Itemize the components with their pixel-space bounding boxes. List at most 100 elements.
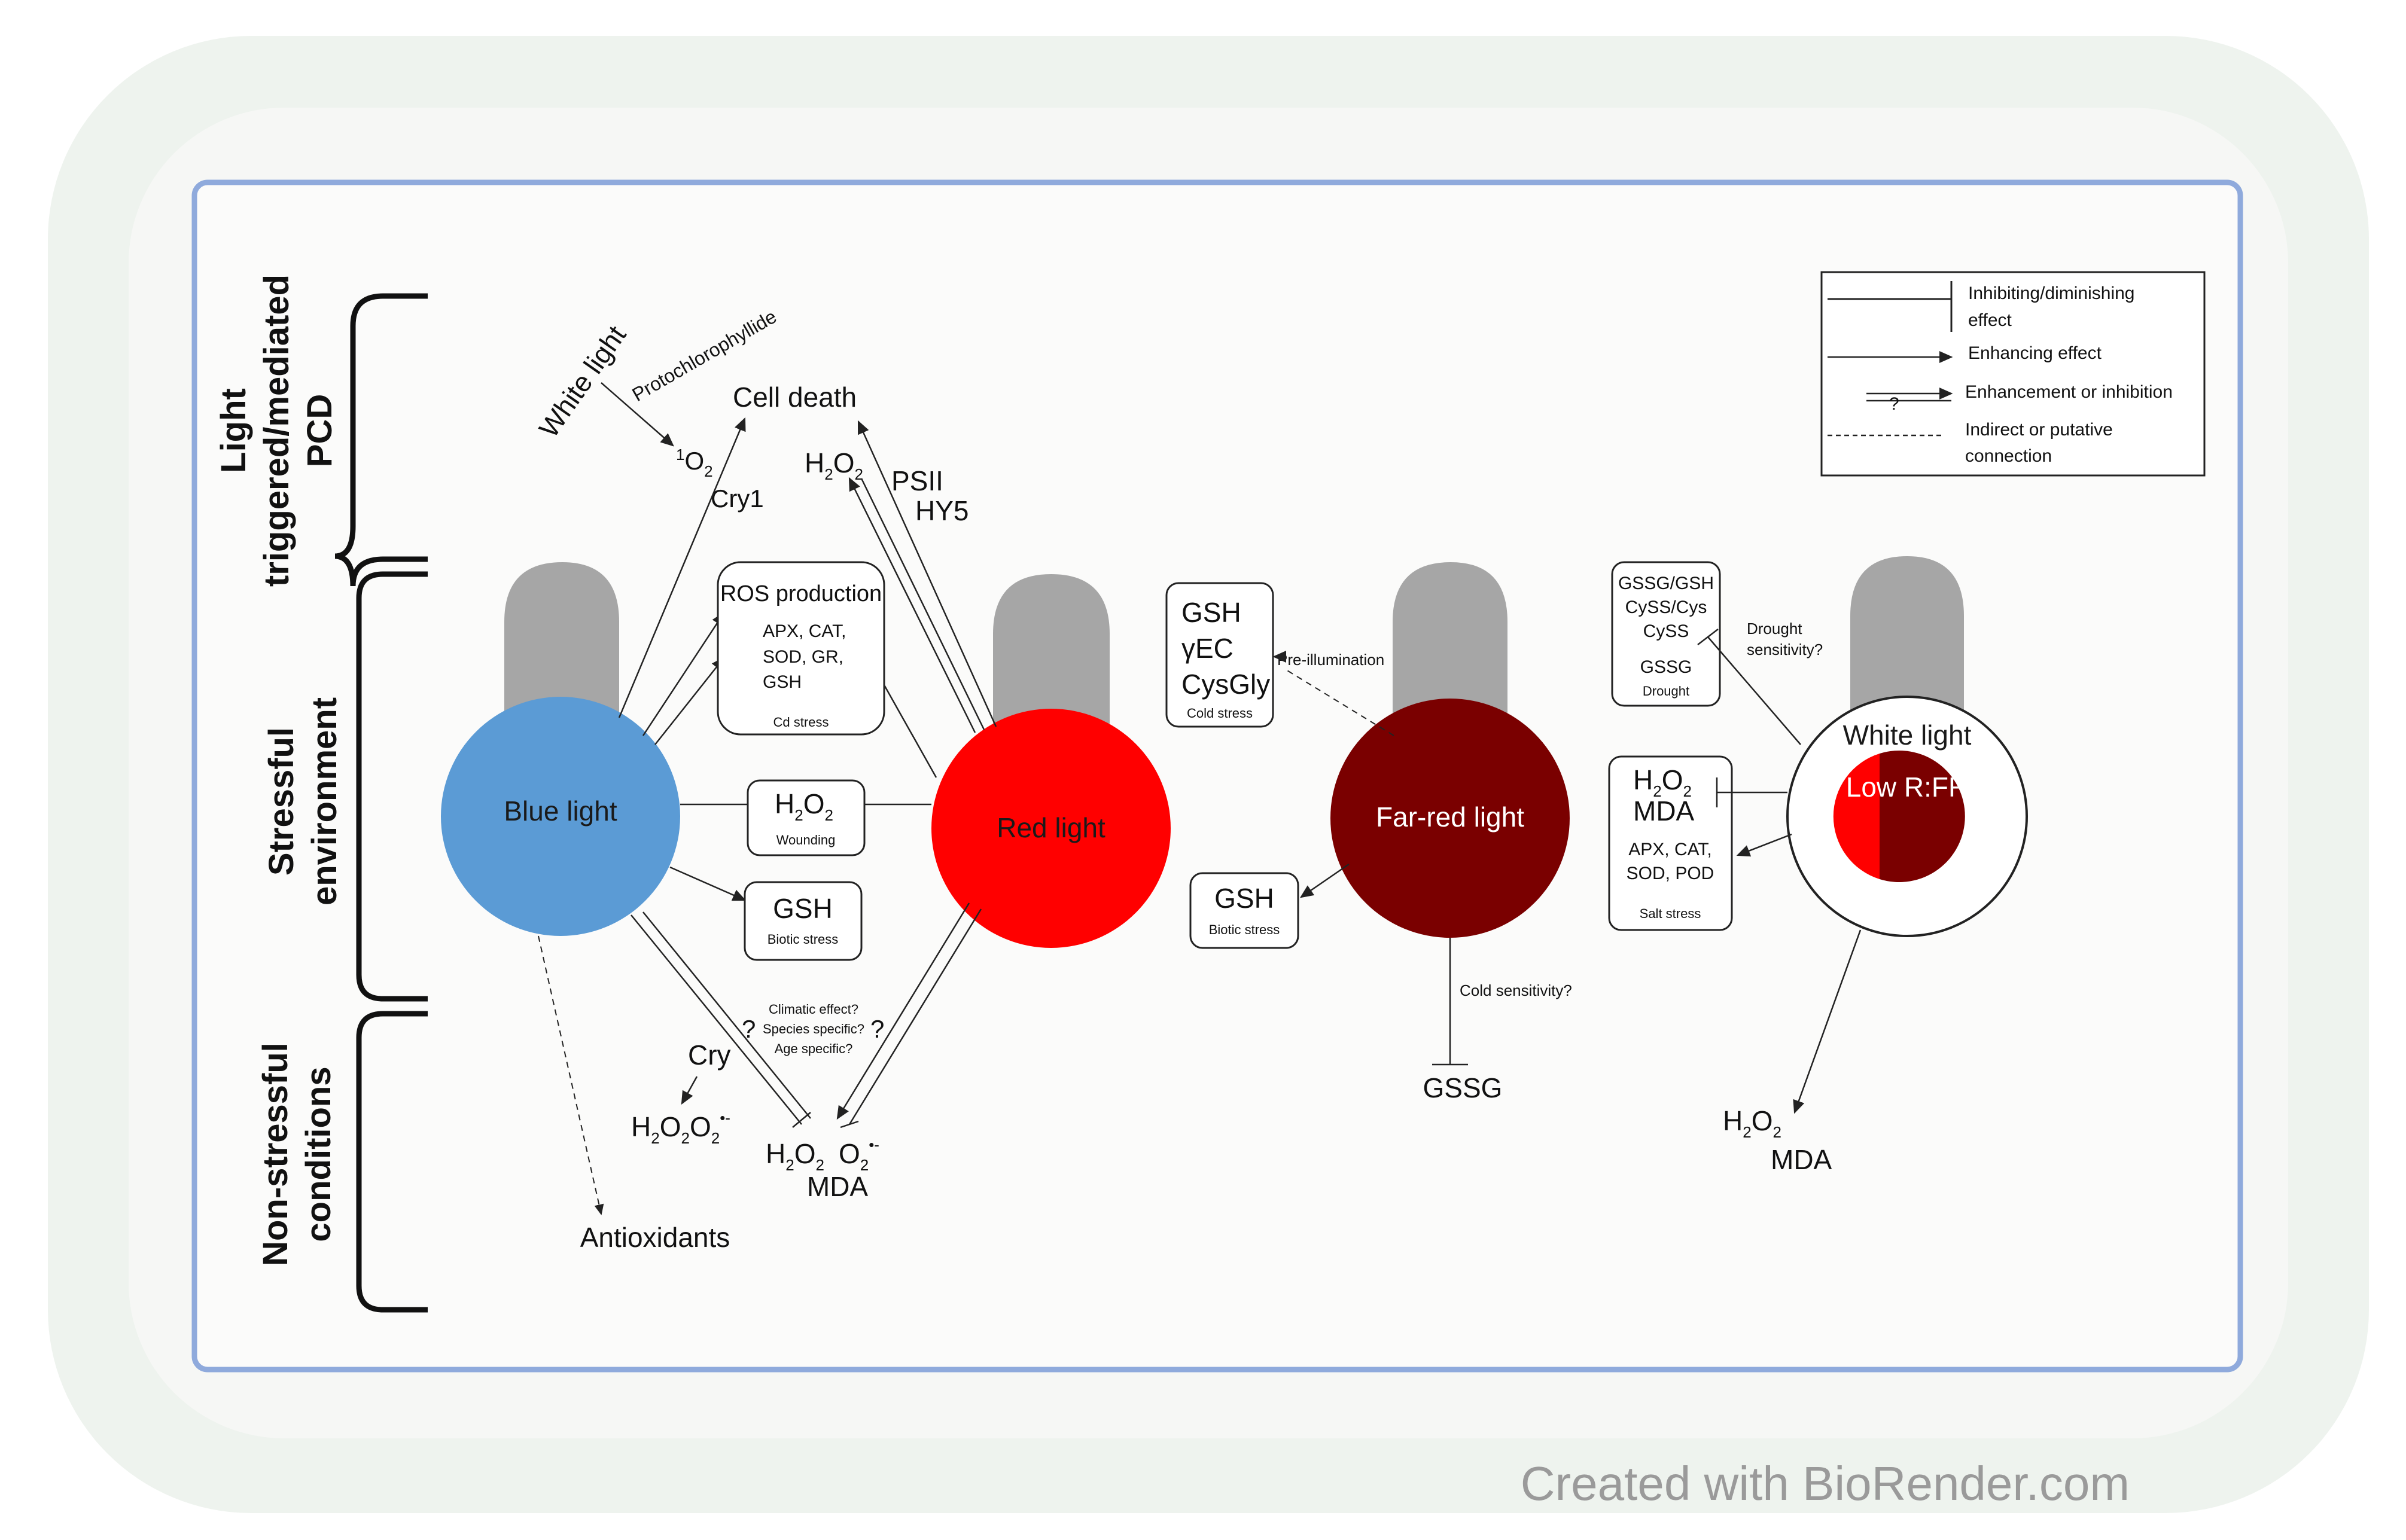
farred-light-label: Far-red light (1376, 801, 1524, 832)
gsh1-label: GSH (773, 893, 833, 924)
l-h: H (631, 1111, 651, 1142)
salt-l1: APX, CAT, (1628, 840, 1711, 859)
c-2b: 2 (815, 1156, 824, 1174)
bracket-pcd (334, 293, 428, 587)
gsh-cold-2: γEC (1181, 633, 1234, 664)
w-o: O (1752, 1105, 1773, 1136)
gsh-biotic-box-1 (744, 881, 863, 961)
inhib-bar-blue (792, 1112, 811, 1128)
ros-note: Cd stress (773, 715, 829, 730)
c-2a: 2 (785, 1156, 794, 1174)
salt-mda: MDA (1633, 795, 1695, 827)
c-2c: 2 (860, 1156, 869, 1174)
climatic-q: Climatic effect? (769, 1002, 858, 1017)
legend-both-text: Enhancement or inhibition (1965, 382, 2173, 402)
arrow-white-to-singlet (601, 382, 674, 447)
section-nonstress-line1: Non-stressful (256, 1042, 295, 1266)
arrow-blue-ros (642, 611, 725, 736)
l-2c: 2 (711, 1129, 720, 1147)
cry1-label: Cry1 (711, 484, 764, 513)
white-light-label: White light (1843, 719, 1972, 751)
red-light-bulb (931, 709, 1171, 948)
singlet-sup: 1 (676, 446, 684, 463)
c-o: O (794, 1138, 816, 1169)
arrow-cry (681, 1076, 698, 1105)
arrow-blue-ros2 (654, 657, 725, 745)
h2o2-pcd-o: O (833, 447, 855, 478)
arrow-red-celldeath (857, 420, 997, 727)
biorender-credit: Created with BioRender.com (1521, 1457, 2130, 1510)
farred-bulb-cap (1393, 562, 1507, 724)
arrow-red-h2o2-1 (848, 477, 976, 733)
drought-sens-1: Drought (1747, 620, 1802, 638)
s-h: H (1633, 764, 1653, 795)
legend-box (1820, 271, 2206, 477)
gsh3-note: Biotic stress (1209, 922, 1280, 937)
h2o2-pcd: H2O2 (805, 447, 863, 483)
l-o2: O (690, 1111, 711, 1142)
gsh-cold-3: CysGly (1181, 669, 1270, 700)
wound-h: H (775, 788, 794, 819)
salt-note: Salt stress (1640, 906, 1701, 921)
section-nonstress: Non-stressful conditions (256, 1042, 338, 1266)
bracket-nonstress (356, 1011, 428, 1313)
drought-box (1611, 561, 1721, 707)
arrow-blue-gsh (669, 866, 747, 901)
blue-bulb-cap (504, 562, 619, 724)
section-nonstress-line2: conditions (299, 1066, 338, 1242)
s-o: O (1662, 764, 1683, 795)
red-light-label: Red light (997, 812, 1105, 843)
ros-line1: APX, CAT, (763, 621, 846, 641)
diagram-panel (191, 179, 2243, 1373)
legend-inhibit-text2: effect (1968, 310, 2012, 330)
species-q: Species specific? (763, 1021, 864, 1036)
salt-h2o2: H2O2 (1633, 764, 1692, 800)
wound-2b: 2 (824, 806, 833, 824)
mda-center: MDA (807, 1171, 869, 1202)
ros-line3: GSH (763, 672, 802, 692)
legend-indirect-text2: connection (1965, 446, 2052, 466)
drought-l2: CySS/Cys (1625, 597, 1707, 617)
red-bulb-cap (993, 574, 1110, 724)
inhib-bar-red (840, 1120, 859, 1129)
salt-l2: SOD, POD (1627, 864, 1714, 883)
c-o2: O (839, 1138, 860, 1169)
cold-sensitivity-label: Cold sensitivity? (1460, 981, 1572, 999)
farred-light-bulb (1330, 699, 1570, 938)
wound-o: O (803, 788, 825, 819)
c-h: H (766, 1138, 785, 1169)
white-h2o2: H2O2 (1723, 1105, 1781, 1141)
drought-note: Drought (1643, 684, 1689, 699)
s-2a: 2 (1653, 782, 1661, 800)
w-2b: 2 (1772, 1123, 1781, 1141)
low-rfr-right-half (1880, 750, 1965, 882)
drought-sens-2: sensitivity? (1747, 641, 1823, 658)
preillum-label: Pre-illumination (1277, 651, 1384, 669)
low-rfr-label: Low R:FR (1846, 771, 1968, 803)
blue-light-label: Blue light (504, 795, 617, 827)
line-blue-h2o2-1 (631, 914, 802, 1125)
section-pcd-line2: triggered/mediated (257, 275, 296, 587)
drought-l4: GSSG (1640, 657, 1692, 677)
wound-note: Wounding (776, 832, 836, 847)
legend-inhibit-text1: Inhibiting/diminishing (1968, 283, 2135, 303)
cell-death-label: Cell death (733, 382, 857, 413)
ros-title: ROS production (720, 581, 882, 606)
arrow-white-salt (1736, 833, 1792, 857)
white-bulb-cap (1850, 556, 1964, 718)
arrow-blue-celldeath (618, 417, 746, 718)
ros-box (717, 561, 885, 736)
l-rad: •- (720, 1109, 730, 1127)
cry-label: Cry (688, 1039, 731, 1071)
l-2b: 2 (681, 1129, 689, 1147)
line-red-o2-2 (848, 908, 982, 1125)
section-stress: Stressful environment (262, 697, 344, 905)
ros-line2: SOD, GR, (763, 647, 843, 667)
arrow-red-h2o2-2 (860, 478, 985, 730)
section-stress-line2: environment (305, 697, 344, 905)
l-o: O (660, 1111, 681, 1142)
l-2a: 2 (651, 1129, 659, 1147)
